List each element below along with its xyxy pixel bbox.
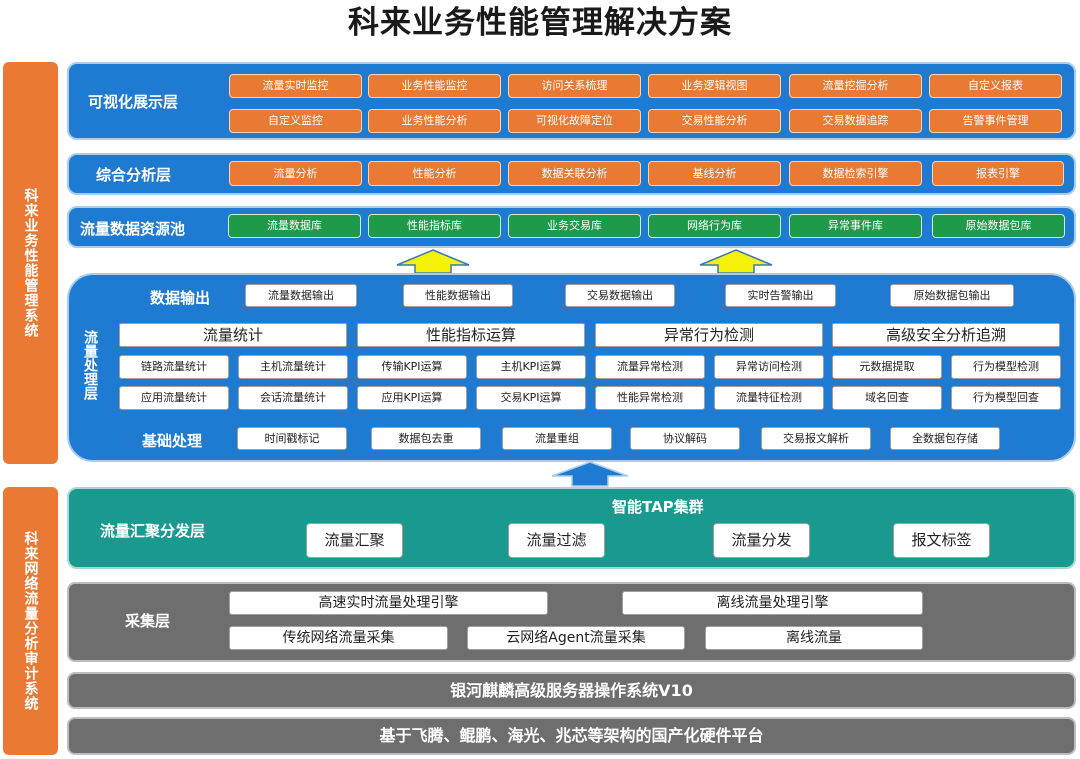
processing-layer-label: 流量处理层: [82, 330, 98, 400]
analysis-layer-label: 综合分析层: [96, 166, 172, 184]
basic-processing-item: 协议解码: [630, 427, 740, 450]
analysis-item: 性能分析: [368, 161, 501, 186]
analysis-item: 基线分析: [648, 161, 781, 186]
hardware-bar: 基于飞腾、鲲鹏、海光、兆芯等架构的国产化硬件平台: [67, 717, 1076, 755]
collection-layer-label: 采集层: [125, 612, 171, 630]
analysis-item: 流量分析: [229, 161, 362, 186]
visual-item: 业务逻辑视图: [648, 74, 781, 98]
processing-item: 传输KPI运算: [357, 355, 467, 379]
analysis-item: 报表引擎: [932, 161, 1064, 186]
processing-group-head: 性能指标运算: [357, 323, 585, 347]
collection-source: 云网络Agent流量采集: [467, 626, 685, 650]
visual-item: 交易数据追踪: [789, 109, 922, 133]
visual-item: 业务性能监控: [368, 74, 501, 98]
processing-item: 流量异常检测: [595, 355, 705, 379]
processing-item: 异常访问检测: [714, 355, 824, 379]
processing-group-head: 异常行为检测: [595, 323, 823, 347]
page-title: 科来业务性能管理解决方案: [348, 5, 732, 41]
collection-engine: 高速实时流量处理引擎: [229, 591, 548, 615]
resource-pool-item: 业务交易库: [508, 214, 641, 238]
up-arrow-bottom: [551, 461, 629, 487]
data-output-item: 流量数据输出: [245, 284, 357, 307]
processing-item: 行为模型检测: [951, 355, 1061, 379]
os-bar: 银河麒麟高级服务器操作系统V10: [67, 672, 1076, 709]
resource-pool-item: 流量数据库: [228, 214, 361, 238]
collection-layer: [67, 582, 1076, 662]
processing-item: 域名回查: [832, 386, 942, 410]
resource-pool-item: 网络行为库: [648, 214, 781, 238]
data-output-item: 交易数据输出: [565, 284, 675, 307]
processing-item: 会话流量统计: [238, 386, 348, 410]
resource-pool-item: 原始数据包库: [932, 214, 1065, 238]
data-output-item: 原始数据包输出: [890, 284, 1014, 307]
processing-item: 性能异常检测: [595, 386, 705, 410]
visual-item: 可视化故障定位: [508, 109, 641, 133]
tap-item: 流量过滤: [508, 523, 605, 558]
tap-item: 流量分发: [713, 523, 810, 558]
resource-pool-item: 性能指标库: [368, 214, 501, 238]
tap-layer-label: 流量汇聚分发层: [100, 522, 206, 540]
processing-group-head: 高级安全分析追溯: [832, 323, 1060, 347]
collection-engine: 离线流量处理引擎: [622, 591, 923, 615]
visual-item: 交易性能分析: [648, 109, 781, 133]
processing-item: 元数据提取: [832, 355, 942, 379]
processing-item: 主机流量统计: [238, 355, 348, 379]
tap-item: 流量汇聚: [306, 523, 403, 558]
processing-item: 应用KPI运算: [357, 386, 467, 410]
resource-pool-item: 异常事件库: [789, 214, 922, 238]
processing-group-head: 流量统计: [119, 323, 347, 347]
tap-cluster-label: 智能TAP集群: [612, 498, 704, 516]
processing-item: 链路流量统计: [119, 355, 229, 379]
visual-item: 自定义监控: [229, 109, 362, 133]
data-output-label: 数据输出: [150, 289, 211, 307]
visual-item: 流量实时监控: [229, 74, 362, 98]
tap-item: 报文标签: [893, 523, 990, 558]
sidebar-apm-label: 科来业务性能管理系统: [22, 188, 39, 338]
collection-source: 传统网络流量采集: [229, 626, 448, 650]
data-output-item: 性能数据输出: [403, 284, 513, 307]
processing-item: 行为模型回查: [951, 386, 1061, 410]
visual-item: 业务性能分析: [368, 109, 501, 133]
collection-source: 离线流量: [705, 626, 923, 650]
up-arrow-left: [396, 249, 470, 274]
analysis-item: 数据检索引擎: [789, 161, 922, 186]
visual-item: 流量挖掘分析: [789, 74, 922, 98]
up-arrow-right: [699, 249, 773, 274]
data-output-item: 实时告警输出: [725, 284, 836, 307]
basic-processing-item: 交易报文解析: [761, 427, 871, 450]
visualization-layer-label: 可视化展示层: [88, 93, 179, 111]
processing-item: 主机KPI运算: [476, 355, 586, 379]
visual-item: 自定义报表: [929, 74, 1062, 98]
basic-processing-item: 时间戳标记: [237, 427, 347, 450]
analysis-item: 数据关联分析: [508, 161, 641, 186]
basic-processing-item: 全数据包存储: [890, 427, 1000, 450]
processing-item: 交易KPI运算: [476, 386, 586, 410]
visual-item: 告警事件管理: [929, 109, 1062, 133]
basic-processing-item: 流量重组: [502, 427, 612, 450]
sidebar-audit-label: 科来网络流量分析审计系统: [22, 531, 39, 711]
processing-item: 流量特征检测: [714, 386, 824, 410]
visual-item: 访问关系梳理: [508, 74, 641, 98]
basic-processing-item: 数据包去重: [371, 427, 481, 450]
basic-processing-label: 基础处理: [142, 432, 203, 450]
sidebar-traffic-audit-system: 科来网络流量分析审计系统: [3, 487, 58, 755]
processing-item: 应用流量统计: [119, 386, 229, 410]
resource-pool-label: 流量数据资源池: [80, 220, 186, 238]
sidebar-apm-system: 科来业务性能管理系统: [3, 62, 58, 464]
